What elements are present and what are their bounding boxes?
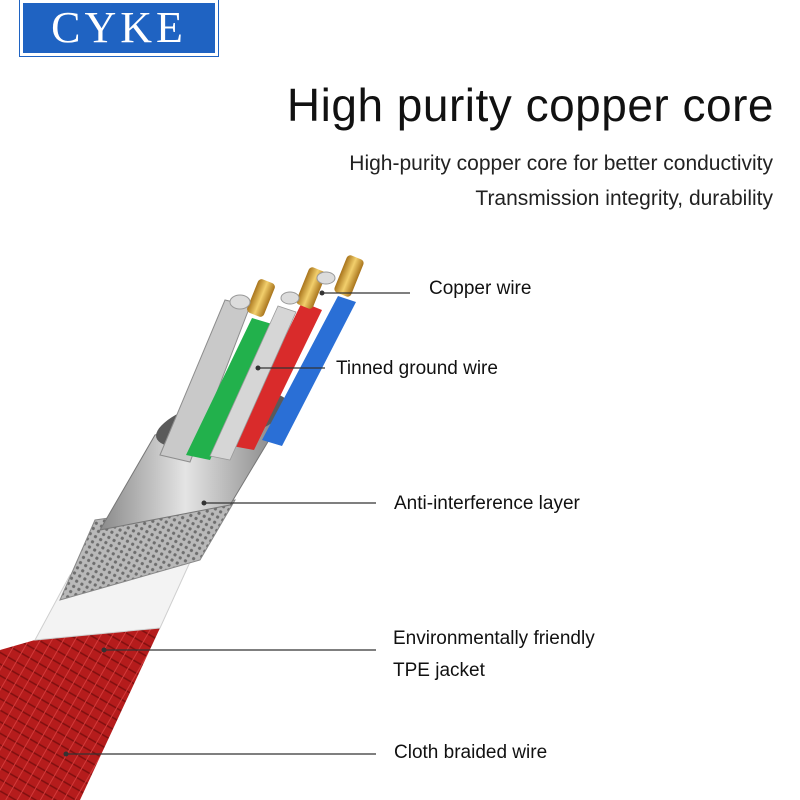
subtitle-line-2: Transmission integrity, durability	[475, 187, 773, 210]
logo-text: CYKE	[51, 3, 187, 52]
callout-tpe-jacket-line-1: Environmentally friendly	[393, 628, 595, 649]
brand-logo: CYKE	[19, 0, 219, 57]
callout-tinned-ground-wire: Tinned ground wire	[336, 358, 498, 379]
braided-sleeve	[0, 628, 160, 800]
tinned-wire-2	[209, 305, 297, 461]
subtitle-line-1: High-purity copper core for better condu…	[349, 152, 773, 175]
callout-anti-interference-layer: Anti-interference layer	[394, 493, 580, 514]
copper-core-3	[334, 255, 364, 297]
red-wire	[232, 302, 322, 450]
copper-core-1	[247, 279, 275, 317]
callout-tpe-jacket-line-2: TPE jacket	[393, 660, 485, 681]
callout-cloth-braided-wire: Cloth braided wire	[394, 742, 548, 763]
green-wire	[186, 318, 272, 460]
callout-copper-wire: Copper wire	[429, 278, 532, 299]
page-title: High purity copper core	[286, 79, 774, 131]
blue-wire	[262, 296, 356, 446]
